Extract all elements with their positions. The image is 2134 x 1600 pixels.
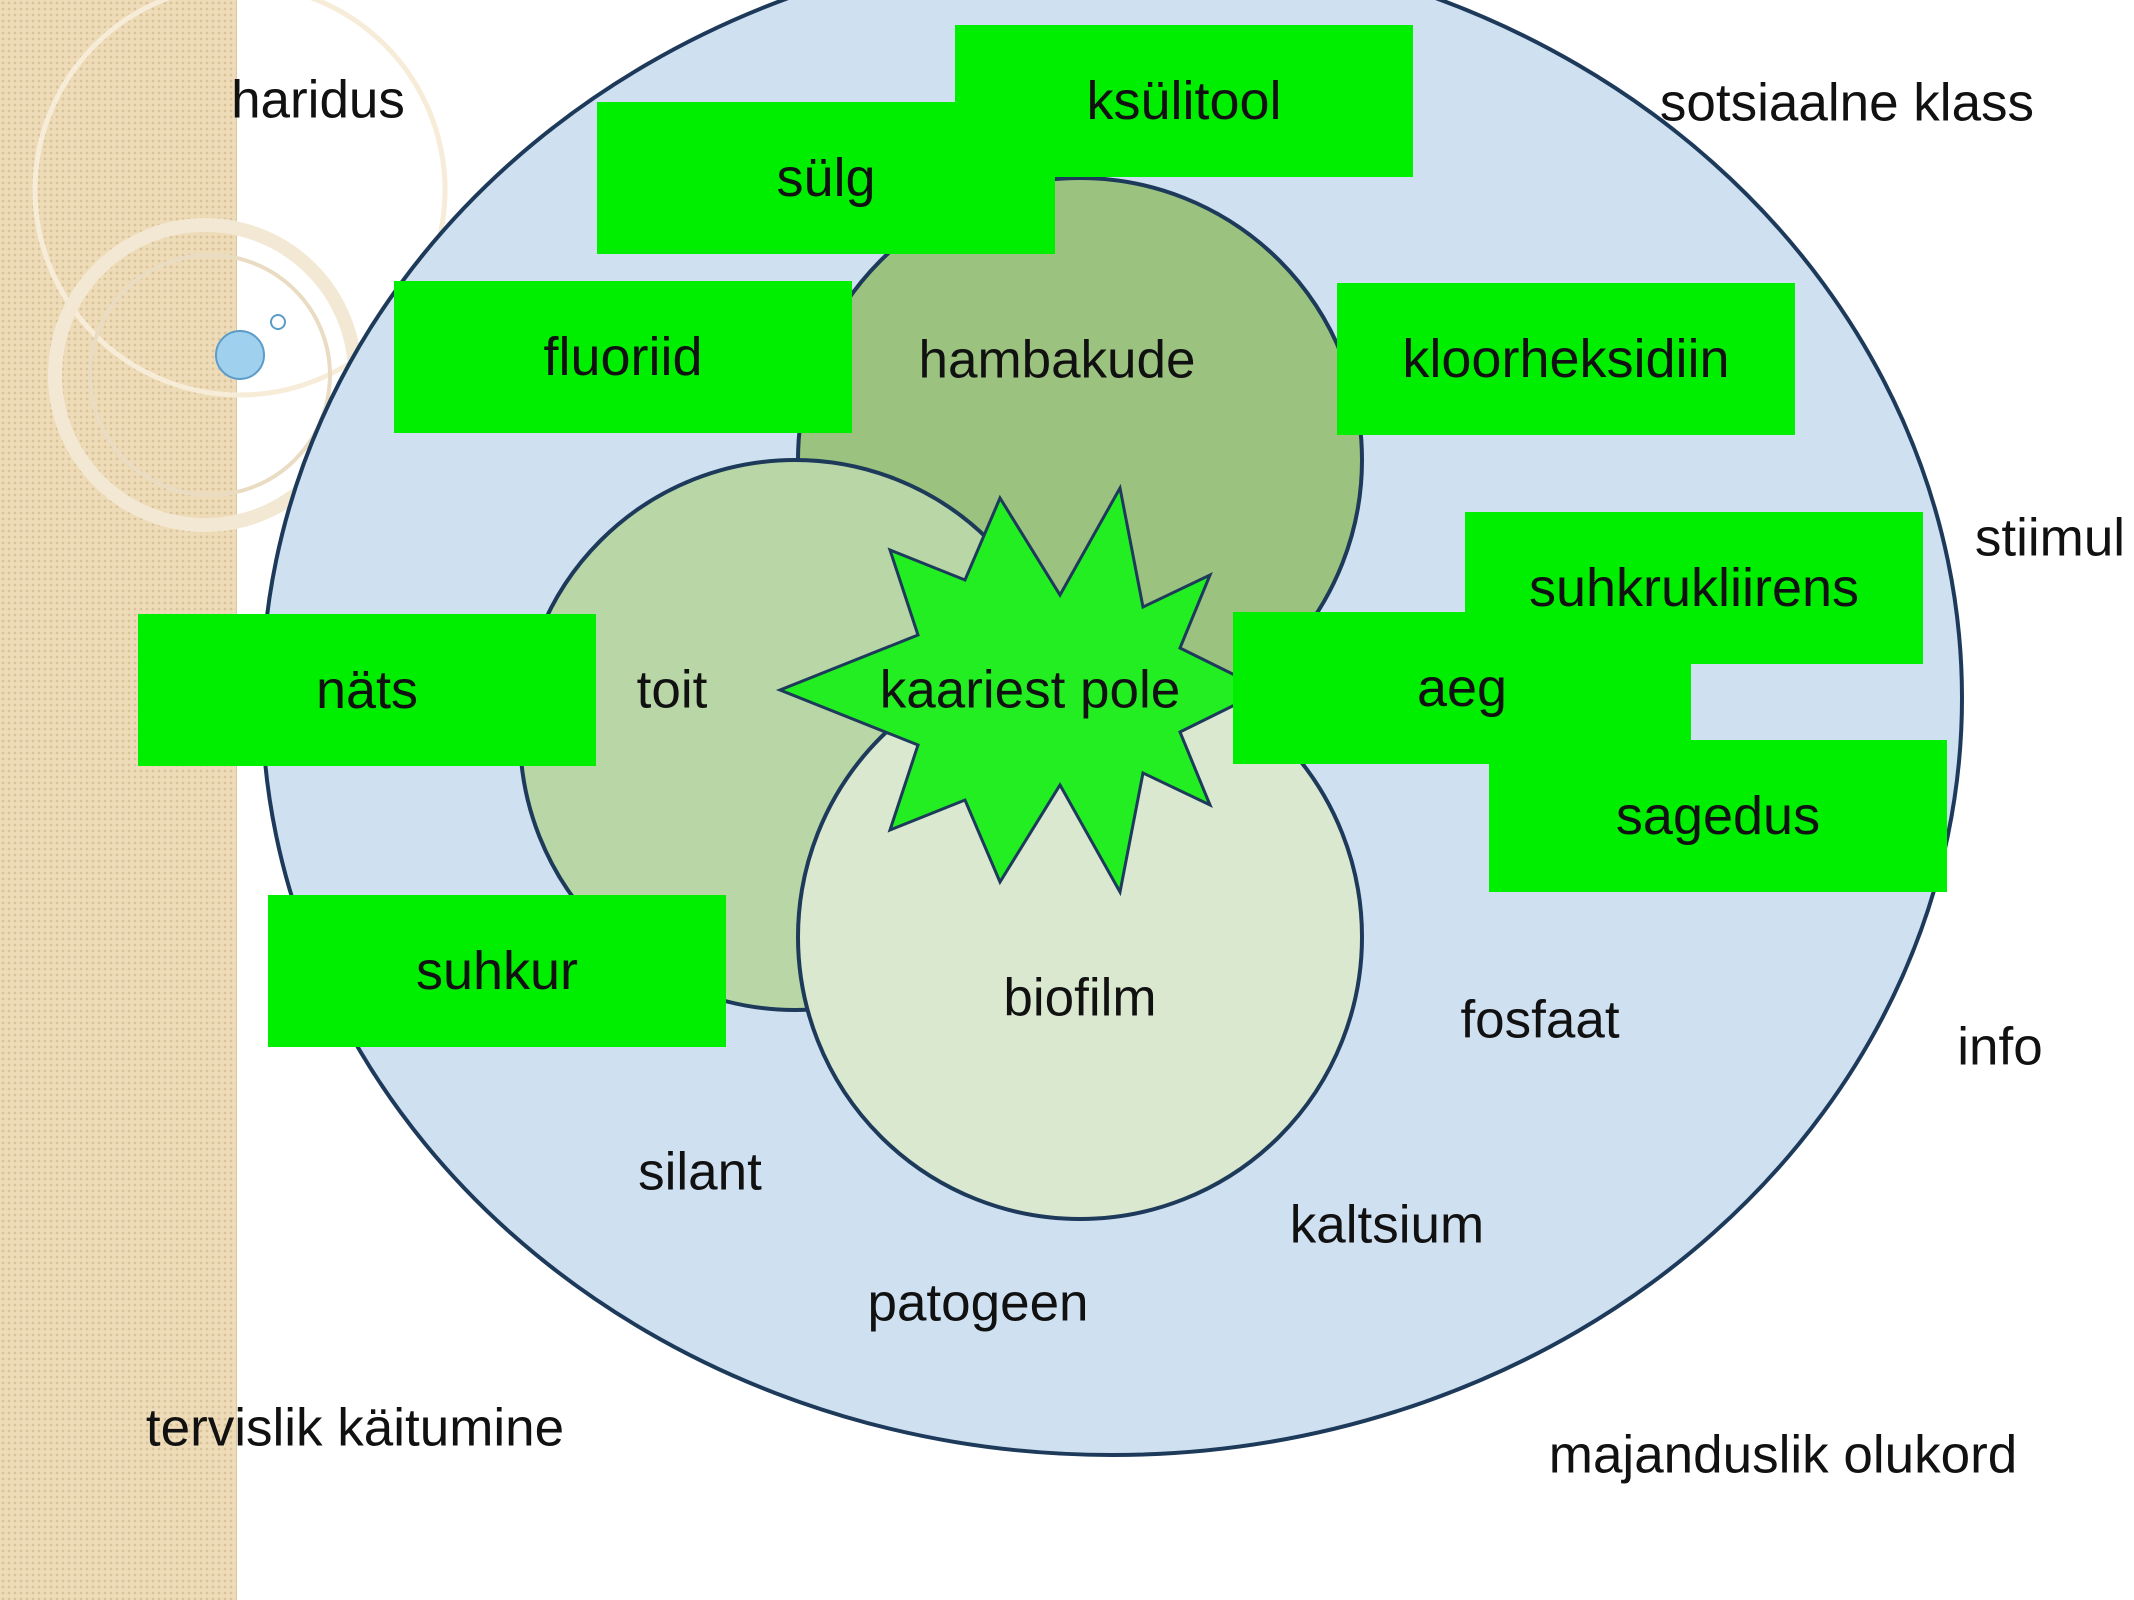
box-sugar: suhkur: [268, 895, 726, 1047]
food-label: toit: [636, 660, 708, 720]
economic-situation-label: majanduslik olukord: [1548, 1425, 2018, 1485]
bubble-icon: [215, 330, 265, 380]
box-time: aeg: [1233, 612, 1691, 764]
calcium-label: kaltsium: [1289, 1195, 1485, 1255]
pathogen-label: patogeen: [867, 1273, 1089, 1333]
healthy-behaviour-label: tervislik käitumine: [145, 1398, 565, 1458]
social-class-label: sotsiaalne klass: [1659, 73, 2035, 133]
box-gum: näts: [138, 614, 596, 766]
box-saliva: sülg: [597, 102, 1055, 254]
decorative-sidebar: [0, 0, 237, 1600]
box-chlorhexidine: kloorheksidiin: [1337, 283, 1795, 435]
caries-star: [775, 483, 1269, 897]
sealant-label: silant: [638, 1142, 762, 1202]
phosphate-label: fosfaat: [1460, 990, 1620, 1050]
biofilm-label: biofilm: [1003, 968, 1157, 1028]
box-sugar-clearance: suhkrukliirens: [1465, 512, 1923, 664]
box-frequency: sagedus: [1489, 740, 1947, 892]
teeth-label: hambakude: [918, 330, 1196, 390]
center-label: kaariest pole: [879, 660, 1181, 720]
info-label: info: [1957, 1017, 2043, 1077]
box-fluorides: fluoriid: [394, 281, 852, 433]
small-bubble-icon: [270, 314, 286, 330]
stimulus-label: stiimul: [1974, 508, 2126, 568]
education-label: haridus: [231, 70, 405, 130]
